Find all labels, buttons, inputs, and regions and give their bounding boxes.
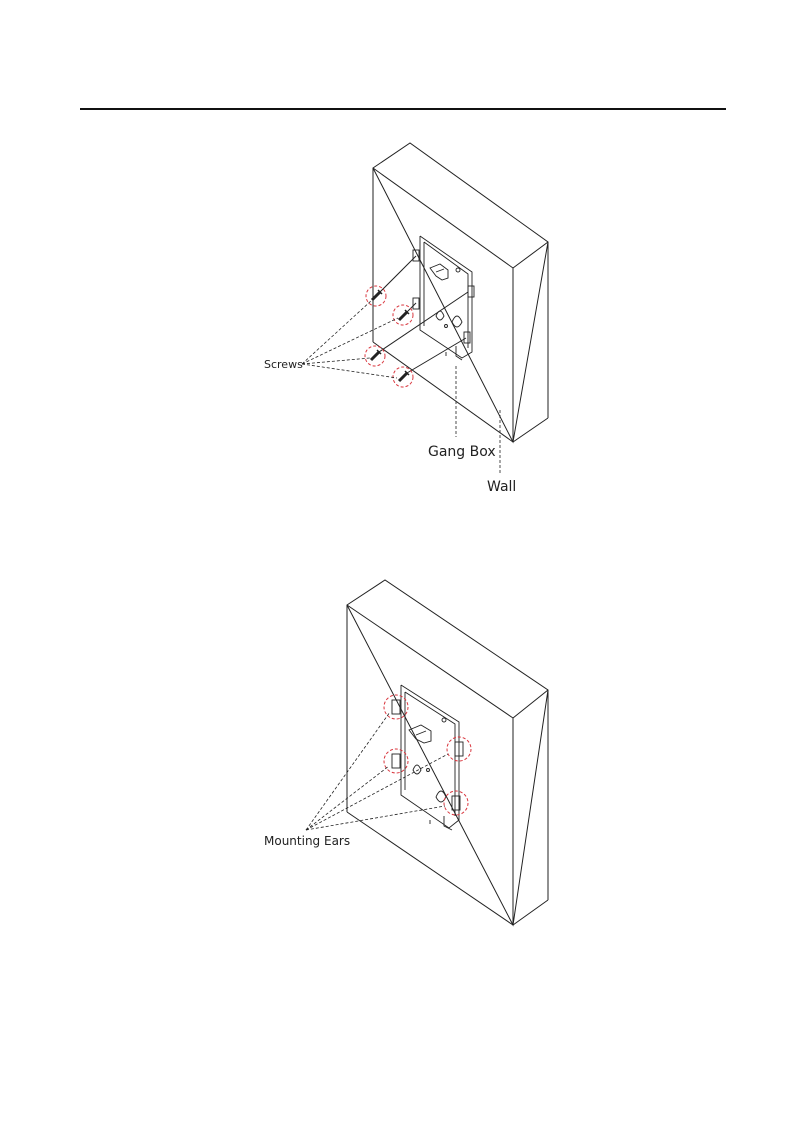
mounting-ear-mid-left bbox=[392, 754, 400, 768]
mounting-ears-label: Mounting Ears bbox=[264, 834, 350, 848]
screws-label: Screws bbox=[264, 358, 303, 371]
wall-block bbox=[373, 143, 548, 442]
figure-mounting-ears: Mounting Ears bbox=[0, 570, 794, 940]
gang-box-label: Gang Box bbox=[428, 444, 496, 460]
wall-label: Wall bbox=[487, 479, 516, 495]
figure-gang-box-screws: Screws Gang Box Wall bbox=[0, 130, 794, 500]
ear-callout-2 bbox=[384, 749, 408, 773]
wall-block bbox=[347, 580, 548, 925]
header-rule bbox=[80, 108, 726, 110]
